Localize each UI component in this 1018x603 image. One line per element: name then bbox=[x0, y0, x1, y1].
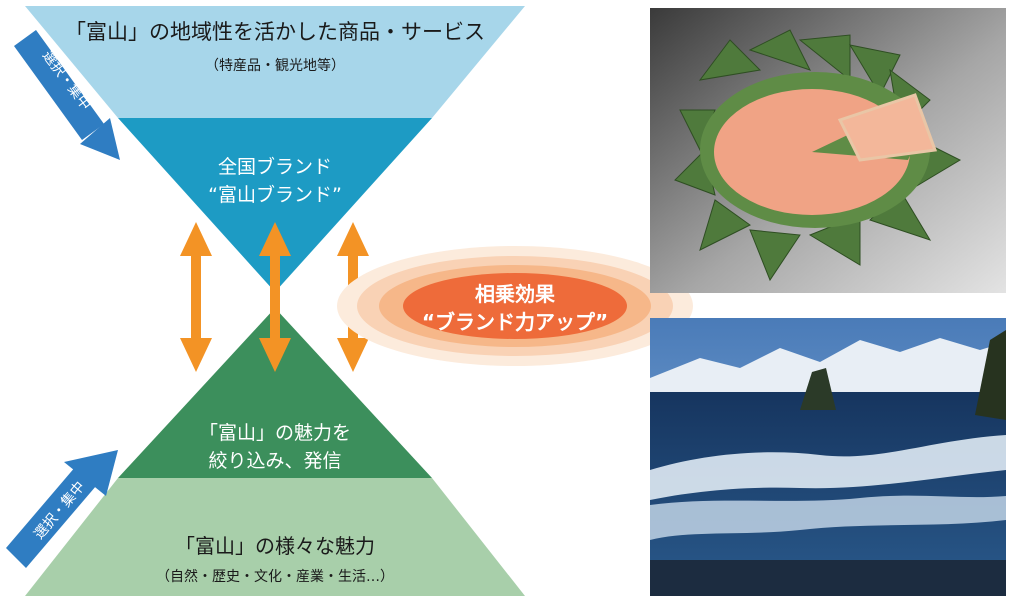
top-band-subtitle: （特産品・観光地等） bbox=[205, 58, 345, 74]
lower-triangle bbox=[118, 308, 432, 478]
top-band-title: 「富山」の地域性を活かした商品・サービス bbox=[65, 20, 485, 44]
masuzushi-photo bbox=[650, 8, 1006, 293]
national-brand-label: 全国ブランド bbox=[217, 156, 332, 178]
focus-label-line1: 「富山」の魅力を bbox=[198, 422, 351, 444]
bottom-band-subtitle: （自然・歴史・文化・産業・生活…） bbox=[156, 569, 394, 585]
select-focus-arrow-bottom bbox=[6, 450, 118, 568]
toyama-brand-label: “富山ブランド” bbox=[208, 184, 342, 206]
double-arrow-left bbox=[180, 222, 212, 372]
coast-photo bbox=[650, 318, 1006, 596]
synergy-title: 相乗効果 bbox=[475, 282, 555, 306]
focus-label-line2: 絞り込み、発信 bbox=[208, 450, 342, 472]
brand-power-up-label: “ブランド力アップ” bbox=[421, 310, 609, 334]
bottom-band bbox=[25, 478, 525, 596]
synergy-badge-shape bbox=[337, 246, 693, 366]
bottom-band-title: 「富山」の様々な魅力 bbox=[175, 534, 375, 558]
select-focus-arrow-top bbox=[14, 30, 120, 160]
double-arrow-center bbox=[259, 222, 291, 372]
upper-triangle bbox=[118, 118, 432, 292]
top-band bbox=[25, 6, 525, 118]
